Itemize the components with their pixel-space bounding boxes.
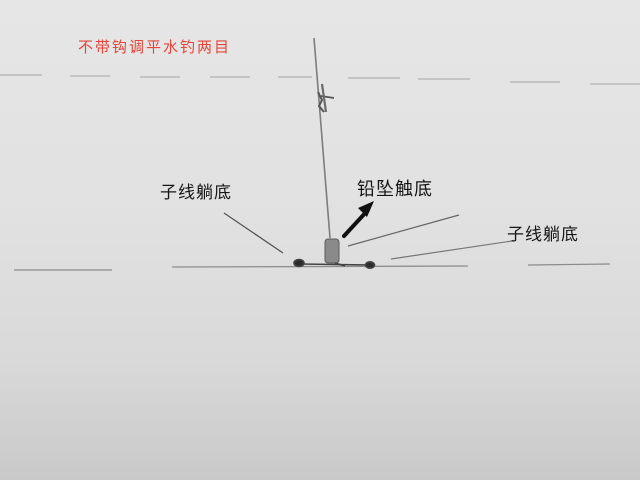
pointer-line-left [223, 212, 284, 254]
hook-right [364, 260, 376, 269]
diagram-title: 不带钩调平水钓两目 [78, 38, 232, 56]
pointer-line-right [390, 240, 513, 260]
pointer-line-right-upper [347, 214, 460, 247]
float-body [317, 83, 335, 113]
label-hook-line-right: 子线躺底 [507, 225, 579, 245]
arrow-shaft [342, 208, 370, 238]
sinker [324, 238, 340, 264]
label-hook-line-left: 子线躺底 [160, 183, 232, 203]
float-stick [313, 37, 331, 239]
label-sinker: 铅坠触底 [357, 179, 433, 200]
bottom-line-right [527, 263, 611, 266]
hook-line-and-hooks [293, 258, 376, 269]
arrow-head [358, 201, 374, 217]
bottom-line-main [171, 265, 469, 268]
hook-left [293, 258, 305, 268]
